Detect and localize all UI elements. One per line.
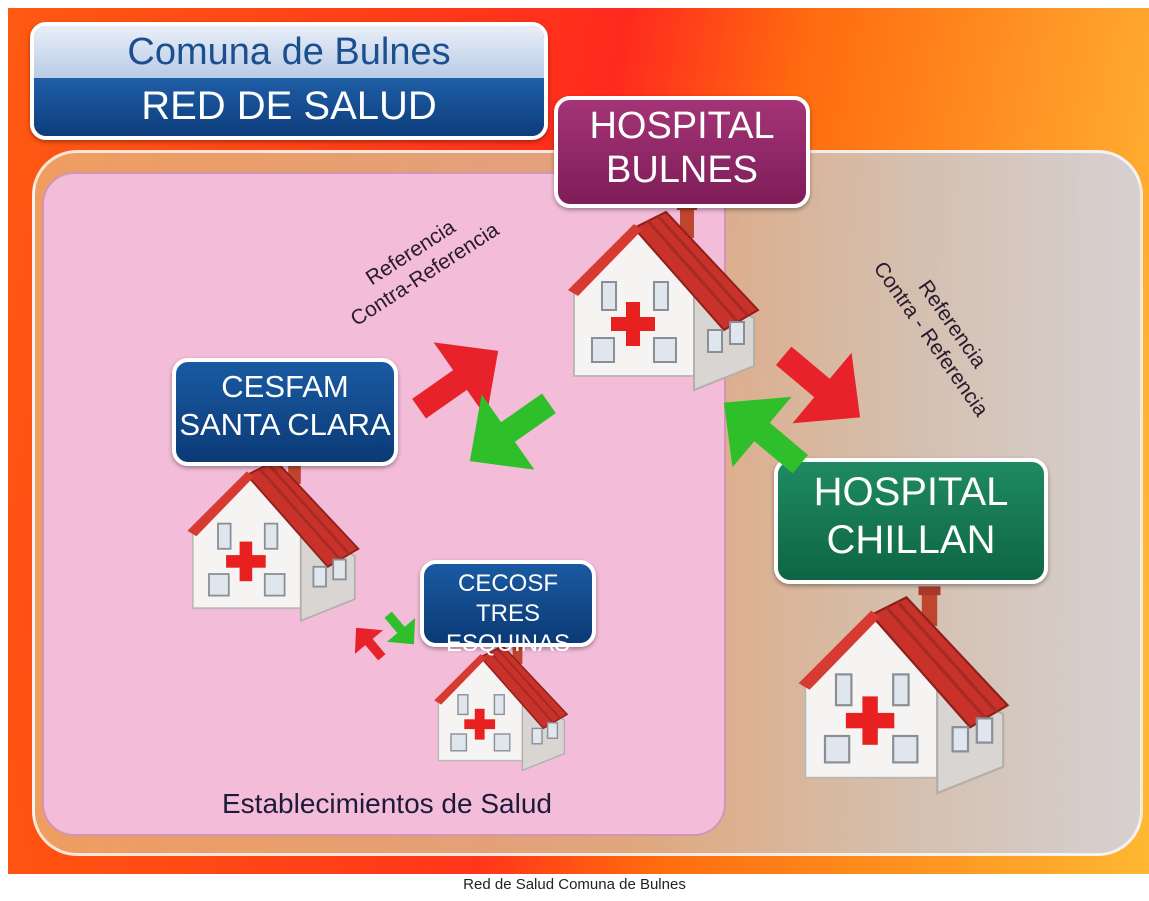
hospital-bulnes-line1: HOSPITAL: [589, 105, 775, 147]
cesfam-line1: CESFAM: [221, 369, 349, 404]
cecosf-line1: CECOSF TRES: [457, 570, 558, 627]
group-label: Establecimientos de Salud: [222, 788, 552, 819]
title-banner: Comuna de Bulnes RED DE SALUD: [30, 22, 548, 140]
cecosf-line2: ESQUINAS: [445, 630, 571, 657]
hospital-bulnes-house-icon: [562, 198, 762, 398]
hospital-bulnes-label: HOSPITAL BULNES: [554, 96, 810, 208]
title-network: RED DE SALUD: [34, 78, 544, 136]
hospital-chillan-line1: HOSPITAL: [813, 470, 1009, 514]
hospital-chillan-label: HOSPITAL CHILLAN: [774, 458, 1048, 584]
title-commune: Comuna de Bulnes: [34, 26, 544, 78]
cesfam-label: CESFAM SANTA CLARA: [172, 358, 398, 466]
hospital-chillan-line2: CHILLAN: [826, 518, 996, 562]
cesfam-house-icon: [182, 448, 362, 628]
hospital-bulnes-line2: BULNES: [605, 149, 759, 191]
caption: Red de Salud Comuna de Bulnes: [463, 876, 686, 893]
hospital-chillan-house-icon: [792, 582, 1012, 802]
cesfam-line2: SANTA CLARA: [179, 407, 391, 442]
cecosf-label: CECOSF TRES ESQUINAS: [420, 560, 596, 657]
